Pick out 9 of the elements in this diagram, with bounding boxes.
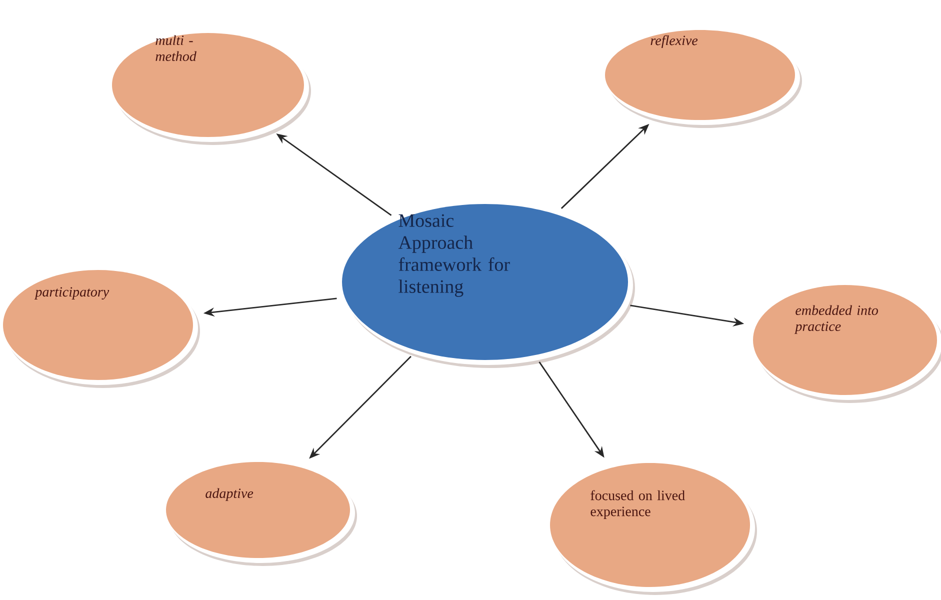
ellipse-node: participatory bbox=[3, 270, 200, 388]
ellipse-node: Mosaic Approach framework for listening bbox=[342, 204, 635, 368]
ellipse-node: reflexive bbox=[605, 30, 802, 128]
ellipse-node: multi - method bbox=[112, 33, 311, 145]
ellipse-node: adaptive bbox=[166, 462, 357, 566]
node-label: participatory bbox=[34, 287, 110, 300]
node-label: embedded into practice bbox=[794, 305, 878, 334]
ellipse-node: focused on lived experience bbox=[550, 463, 757, 595]
node-label: multi - method bbox=[156, 35, 196, 62]
